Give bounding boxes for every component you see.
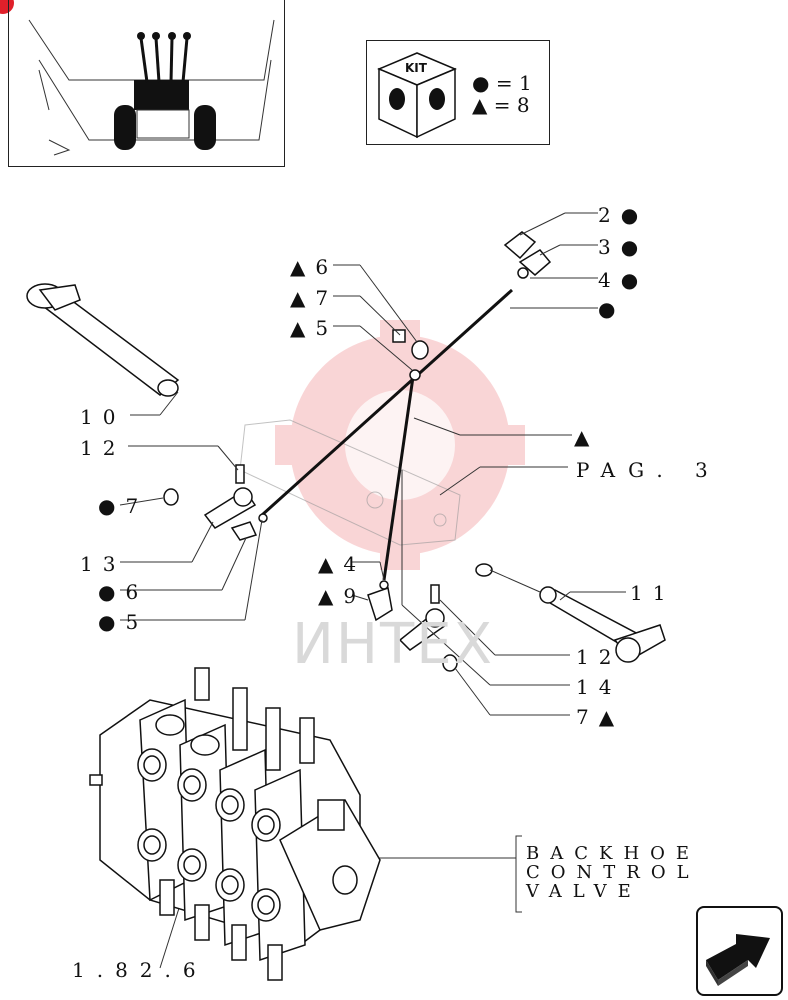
callout-3: 3● xyxy=(598,235,649,259)
kit-triangle-count: 8 xyxy=(516,93,530,117)
callout-2: 2● xyxy=(598,203,649,227)
next-page-arrow-icon xyxy=(706,934,770,986)
equals-sign: = xyxy=(495,71,513,95)
kit-cube-icon xyxy=(377,52,457,139)
callout-14: 14 xyxy=(576,675,622,699)
callout-7-tri: ▲7 xyxy=(290,286,339,310)
equals-sign: = xyxy=(493,93,511,117)
cab-thumbnail xyxy=(8,0,285,167)
callout-6-dot: ●6 xyxy=(98,580,149,604)
callout-12b: 12 xyxy=(576,645,622,669)
kit-label: KIT xyxy=(405,61,427,75)
corner-badge xyxy=(0,0,14,14)
label-line-1: BACKHOE xyxy=(526,843,701,864)
label-line-2: CONTROL xyxy=(526,862,700,883)
kit-legend-row-1: ● = 1 xyxy=(472,72,532,94)
callout-5-dot: ●5 xyxy=(98,610,149,634)
callout-4-tri: ▲4 xyxy=(318,552,367,576)
callout-12a: 12 xyxy=(80,436,126,460)
backhoe-control-valve xyxy=(89,667,381,981)
circle-symbol: ● xyxy=(472,71,490,95)
callout-6-tri: ▲6 xyxy=(290,255,339,279)
kit-circle-count: 1 xyxy=(518,71,532,95)
callout-13: 13 xyxy=(80,552,126,576)
callout-7-dot: ●7 xyxy=(98,494,149,518)
kit-legend: ● = 1 ▲ = 8 xyxy=(472,72,532,116)
watermark-text: ИНТЕХ xyxy=(292,612,494,677)
next-page-button[interactable] xyxy=(696,906,783,996)
callout-5-tri: ▲5 xyxy=(290,316,339,340)
callout-9-tri: ▲9 xyxy=(318,584,367,608)
callout-10: 10 xyxy=(80,405,126,429)
pin-10 xyxy=(26,283,180,397)
triangle-symbol: ▲ xyxy=(472,93,488,117)
callout-11: 11 xyxy=(630,581,676,605)
label-line-3: VALVE xyxy=(526,881,642,902)
backhoe-control-valve-label: BACKHOE CONTROL VALVE xyxy=(526,844,700,901)
callout-ref-page[interactable]: 1.82.6 xyxy=(72,958,208,982)
kit-legend-row-2: ▲ = 8 xyxy=(472,94,532,116)
callout-4: 4● xyxy=(598,268,649,292)
kit-info-box: KIT xyxy=(366,40,550,145)
callout-page-ref[interactable]: PAG. 3 xyxy=(576,458,721,482)
callout-rod: ● xyxy=(598,297,626,321)
callout-7-tri-b: 7▲ xyxy=(576,705,625,729)
callout-rod-tri: ▲ xyxy=(574,425,600,449)
